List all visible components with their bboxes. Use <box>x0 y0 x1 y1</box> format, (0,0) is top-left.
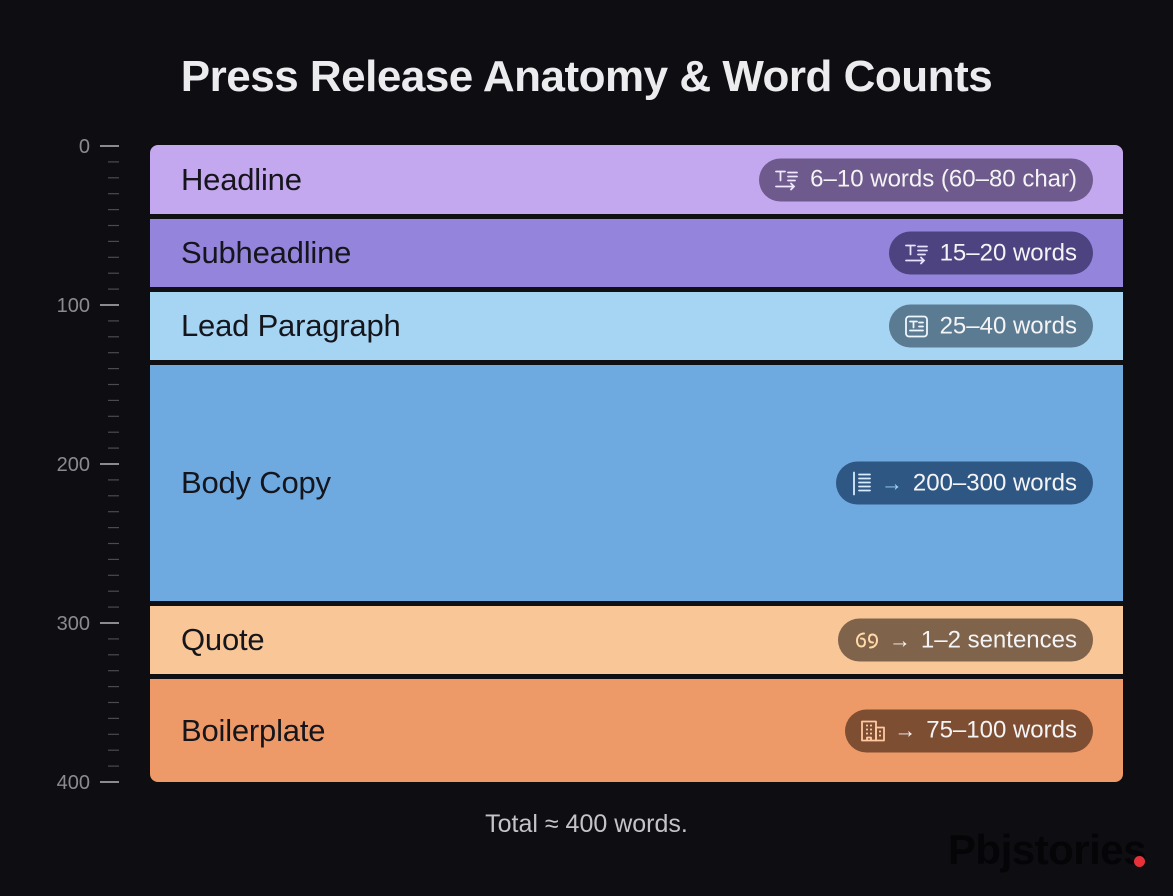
word-count-text: 1–2 sentences <box>920 626 1077 653</box>
section-divider <box>150 360 1123 365</box>
word-count-text: 15–20 words <box>939 239 1077 266</box>
section-divider <box>150 287 1123 292</box>
ruler-tick-label: 300 <box>57 613 90 635</box>
ruler-tick-label: 200 <box>57 454 90 476</box>
section-label: Boilerplate <box>181 712 326 748</box>
section-body-copy: Body Copy → 200–300 words <box>150 365 1123 601</box>
word-count-text: 6–10 words (60–80 char) <box>810 165 1077 193</box>
word-count-badge: → 75–100 words <box>845 709 1093 752</box>
word-count-text: 25–40 words <box>939 312 1077 339</box>
press-release-stack: Headline 6–10 words (60–80 char) Subhead… <box>150 145 1123 782</box>
ruler-tick-label: 0 <box>79 136 90 158</box>
section-label: Quote <box>181 622 265 657</box>
section-divider <box>150 674 1123 679</box>
arrow-right-icon: → <box>880 470 903 495</box>
section-boilerplate: Boilerplate → 75–100 words <box>150 679 1123 782</box>
headline-icon <box>774 168 800 192</box>
word-count-text: 75–100 words <box>926 716 1077 744</box>
ruler-tick-label: 100 <box>57 295 90 317</box>
body-text-icon <box>851 470 873 496</box>
word-count-badge: → 200–300 words <box>835 461 1093 505</box>
section-label: Headline <box>181 161 302 197</box>
word-count-text: 200–300 words <box>912 469 1077 496</box>
section-subheadline: Subheadline 15–20 words <box>150 219 1123 287</box>
section-quote: Quote → 1–2 sentences <box>150 606 1123 674</box>
quote-icon <box>853 629 881 651</box>
word-count-badge: 6–10 words (60–80 char) <box>759 158 1093 201</box>
ruler-scale: 0 100 200 300 400 <box>57 136 119 794</box>
word-count-ruler: 0 100 200 300 400 <box>0 0 140 896</box>
section-label: Body Copy <box>181 465 331 500</box>
word-count-badge: → 1–2 sentences <box>837 618 1093 662</box>
watermark-dot <box>1134 856 1145 867</box>
section-lead-paragraph: Lead Paragraph 25–40 words <box>150 292 1123 360</box>
paragraph-icon <box>904 314 930 338</box>
page-title: Press Release Anatomy & Word Counts <box>180 52 993 101</box>
section-divider <box>150 601 1123 606</box>
building-icon <box>860 719 886 743</box>
watermark-logo: Pbjstories <box>947 826 1147 873</box>
arrow-right-icon: → <box>888 627 911 652</box>
word-count-badge: 15–20 words <box>888 231 1093 275</box>
section-label: Subheadline <box>181 235 352 270</box>
word-count-badge: 25–40 words <box>888 304 1093 348</box>
total-word-count: Total ≈ 400 words. <box>485 810 688 838</box>
section-headline: Headline 6–10 words (60–80 char) <box>150 145 1123 214</box>
subheadline-icon <box>904 241 930 265</box>
ruler-tick-label: 400 <box>57 772 90 794</box>
section-label: Lead Paragraph <box>181 308 401 343</box>
section-divider <box>150 214 1123 219</box>
arrow-right-icon: → <box>894 717 917 743</box>
